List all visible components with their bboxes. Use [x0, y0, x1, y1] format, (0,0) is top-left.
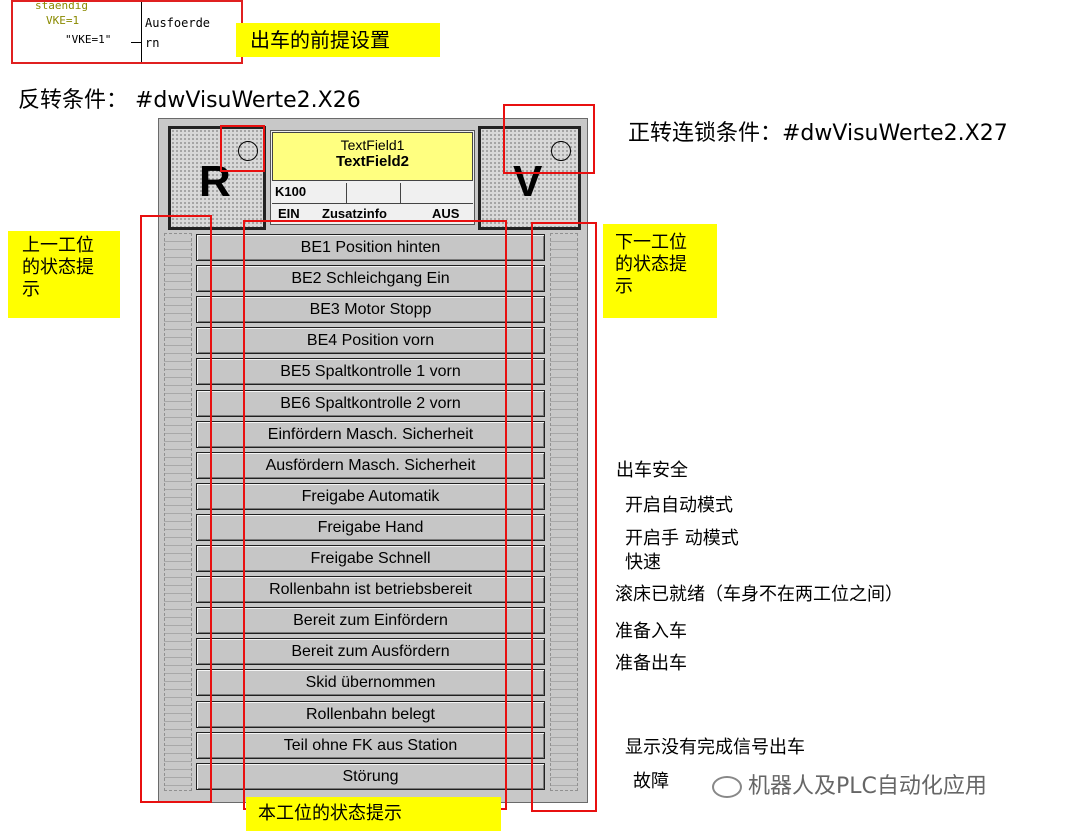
ein-label[interactable]: EIN	[278, 206, 300, 221]
reverse-button[interactable]: R	[168, 126, 266, 230]
textfield1: TextField1	[340, 137, 405, 153]
aus-label[interactable]: AUS	[432, 206, 460, 221]
next-station-highlight	[531, 222, 597, 812]
forward-indicator-icon	[551, 141, 571, 161]
watermark: 机器人及PLC自动化应用	[712, 768, 987, 800]
k100-label: K100	[275, 184, 307, 199]
status-button-fault[interactable]: Störung	[196, 762, 545, 790]
this-station-highlight	[243, 220, 507, 810]
snippet-right-line1: Ausfoerde	[145, 16, 211, 30]
next-station-label-line: 示	[615, 276, 633, 297]
prev-station-highlight	[140, 215, 212, 803]
note-fast: 快速	[625, 552, 661, 573]
snippet-right-line2: rn	[145, 36, 160, 50]
status-button-be1[interactable]: BE1 Position hinten	[196, 234, 545, 261]
textfield2: TextField2	[335, 153, 410, 170]
forward-interlock-label: 正转连锁条件：#dwVisuWerte2.X27	[628, 121, 1008, 146]
wechat-icon	[712, 776, 742, 798]
status-button-skid-taken[interactable]: Skid übernommen	[196, 669, 545, 697]
forward-letter: V	[513, 157, 543, 206]
k100-row: K100	[272, 183, 473, 204]
status-button-be4[interactable]: BE4 Position vorn	[196, 327, 545, 355]
note-ready-infeed: 准备入车	[615, 621, 687, 642]
prev-station-label-line: 上一工位	[22, 235, 94, 256]
next-station-label: 下一工位 的状态提 示	[603, 224, 717, 318]
next-station-status-column	[550, 233, 578, 791]
status-button-be5[interactable]: BE5 Spaltkontrolle 1 vorn	[196, 358, 545, 386]
status-button-infeed-safety[interactable]: Einfördern Masch. Sicherheit	[196, 420, 545, 448]
watermark-text: 机器人及PLC自动化应用	[748, 774, 987, 799]
note-conveyor-ready: 滚床已就绪（车身不在两工位之间）	[615, 584, 903, 605]
forward-button[interactable]: V	[478, 126, 581, 230]
snippet-line2: VKE=1	[46, 14, 80, 27]
status-button-hand[interactable]: Freigabe Hand	[196, 513, 545, 541]
textfield-box: TextField1 TextField2 K100 EIN Zusatzinf…	[270, 130, 475, 225]
next-station-label-line: 的状态提	[615, 254, 687, 275]
info-row: EIN Zusatzinfo AUS	[272, 205, 473, 224]
this-station-label: 本工位的状态提示	[246, 797, 501, 831]
prev-station-label-line: 的状态提	[22, 257, 94, 278]
note-manual-mode: 开启手 动模式	[625, 528, 739, 549]
status-button-be3[interactable]: BE3 Motor Stopp	[196, 296, 545, 324]
divider	[346, 183, 347, 203]
status-button-auto[interactable]: Freigabe Automatik	[196, 482, 545, 510]
divider	[400, 183, 401, 203]
snippet-line3: "VKE=1"	[65, 33, 112, 46]
code-snippet: staendig VKE=1 "VKE=1" Ausfoerde rn	[11, 0, 243, 64]
reverse-condition-label: 反转条件： #dwVisuWerte2.X26	[18, 88, 361, 113]
status-button-ready-outfeed[interactable]: Bereit zum Ausfördern	[196, 638, 545, 666]
note-ready-outfeed: 准备出车	[615, 653, 687, 674]
status-button-part-without-fk[interactable]: Teil ohne FK aus Station	[196, 731, 545, 759]
forward-indicator-highlight	[503, 104, 595, 174]
status-button-conveyor-ready[interactable]: Rollenbahn ist betriebsbereit	[196, 576, 545, 604]
snippet-connector	[131, 42, 141, 43]
status-button-ready-infeed[interactable]: Bereit zum Einfördern	[196, 607, 545, 635]
note-auto-mode: 开启自动模式	[625, 495, 733, 516]
departure-precondition-label: 出车的前提设置	[236, 23, 440, 57]
reverse-indicator-icon	[238, 141, 258, 161]
note-exit-safety: 出车安全	[616, 460, 688, 481]
status-button-conveyor-occupied[interactable]: Rollenbahn belegt	[196, 700, 545, 728]
status-button-be6[interactable]: BE6 Spaltkontrolle 2 vorn	[196, 389, 545, 417]
note-no-signal-exit: 显示没有完成信号出车	[625, 737, 805, 758]
prev-station-label: 上一工位 的状态提 示	[8, 231, 120, 318]
status-button-outfeed-safety[interactable]: Ausfördern Masch. Sicherheit	[196, 451, 545, 479]
status-button-be2[interactable]: BE2 Schleichgang Ein	[196, 265, 545, 293]
snippet-line1: staendig	[35, 0, 88, 12]
status-button-fast[interactable]: Freigabe Schnell	[196, 545, 545, 572]
textfield-display: TextField1 TextField2	[272, 132, 473, 181]
reverse-indicator-highlight	[220, 125, 265, 172]
prev-station-label-line: 示	[22, 279, 40, 300]
reverse-letter: R	[199, 157, 231, 206]
note-fault: 故障	[633, 771, 669, 792]
prev-station-status-column	[164, 233, 192, 791]
next-station-label-line: 下一工位	[615, 232, 687, 253]
zusatzinfo-label[interactable]: Zusatzinfo	[322, 206, 387, 221]
